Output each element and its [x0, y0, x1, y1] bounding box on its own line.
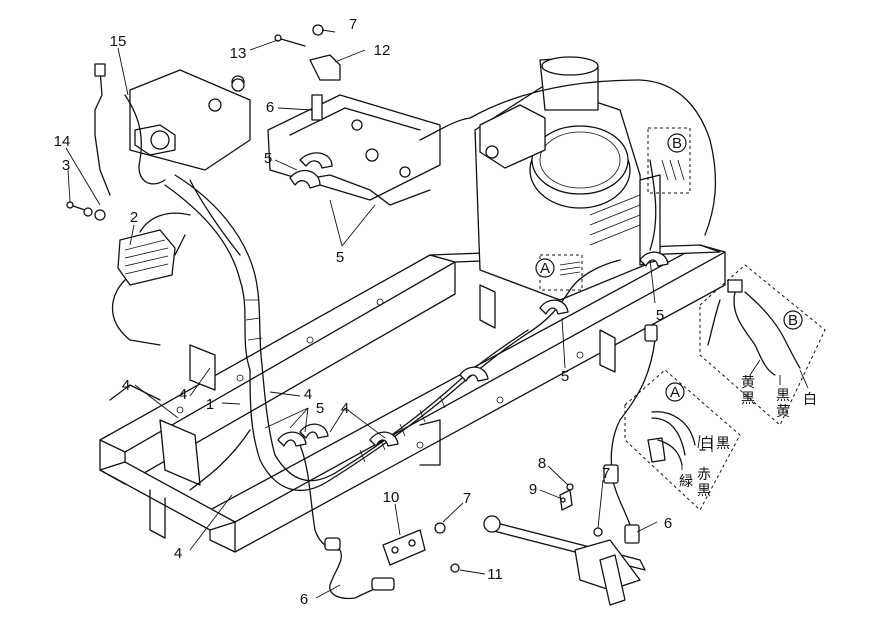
callout-8: 8 [538, 455, 546, 472]
callout-1: 1 [206, 396, 214, 413]
connector-a-label: A [540, 260, 550, 277]
callout-4-left: 4 [122, 377, 130, 394]
detail-b-inset: B [699, 264, 826, 426]
main-wire-harness [164, 79, 717, 551]
brake-linkage [483, 324, 658, 606]
callout-10: 10 [383, 489, 400, 506]
wire-label-green: 緑 [679, 474, 693, 490]
connector-b-region [647, 127, 691, 194]
wire-label-white-black: 白 [700, 436, 714, 452]
control-panel-bracket [94, 63, 251, 196]
callout-13: 13 [230, 45, 247, 62]
callout-5-lower: 5 [561, 368, 569, 385]
harness-clamps [277, 152, 669, 447]
callout-15: 15 [110, 33, 127, 50]
detail-a-label: A [670, 384, 680, 401]
connector-a-badge [535, 258, 555, 278]
callout-5-right: 5 [656, 307, 664, 324]
connector-b-label: B [672, 135, 682, 152]
tail-light [112, 212, 191, 346]
wire-label-white: 白 [803, 392, 817, 408]
callout-5-mid: 5 [316, 400, 324, 417]
wire-label-white-black-2: 黒 [716, 436, 730, 452]
wire-label-yellow-black: 黄 [741, 374, 755, 391]
callout-2: 2 [130, 209, 138, 226]
wire-label-black-yellow-2: 黄 [776, 403, 790, 420]
callout-12: 12 [374, 42, 391, 59]
callout-11: 11 [487, 566, 503, 583]
callout-4-center: 4 [179, 386, 187, 403]
callout-3: 3 [62, 157, 70, 174]
wire-label-black-yellow: 黒 [776, 388, 790, 404]
wire-label-yellow-black-2: 黒 [741, 391, 755, 407]
callout-4-right: 4 [304, 386, 312, 403]
callout-6-top: 6 [266, 99, 274, 116]
wire-label-red-black: 赤 [697, 467, 711, 483]
detail-a-inset: A [624, 369, 741, 511]
detail-a-wire-colors: 緑 赤 黒 白 黒 緑 赤黒 白黒 [679, 436, 730, 499]
callout-5-pair: 5 [336, 249, 344, 266]
engine [474, 56, 661, 301]
callout-14: 14 [54, 133, 71, 150]
detail-a-badge [665, 382, 685, 402]
fasteners [66, 24, 603, 573]
chassis-frame [99, 244, 726, 553]
callout-9: 9 [529, 481, 537, 498]
detail-b-label: B [788, 312, 798, 329]
callout-7-bottom: 7 [463, 490, 471, 507]
sensor-bracket [324, 529, 426, 600]
detail-b-wire-colors: 黄 黒 黒 黄 白 黄黒 黒黄 白 [741, 374, 817, 420]
callout-4-bottom: 4 [174, 545, 182, 562]
connector-a-region [539, 254, 583, 291]
callout-6-bottom: 6 [300, 591, 308, 608]
detail-b-badge [783, 310, 803, 330]
callout-5-left: 5 [264, 150, 272, 167]
callout-7-top: 7 [349, 16, 357, 33]
callout-6-right: 6 [664, 515, 672, 532]
wire-label-red-black-2: 黒 [697, 483, 711, 499]
leader-lines [65, 29, 658, 599]
callout-4-far: 4 [341, 400, 349, 417]
connector-b-badge [667, 133, 687, 153]
callout-7-right: 7 [602, 465, 610, 482]
